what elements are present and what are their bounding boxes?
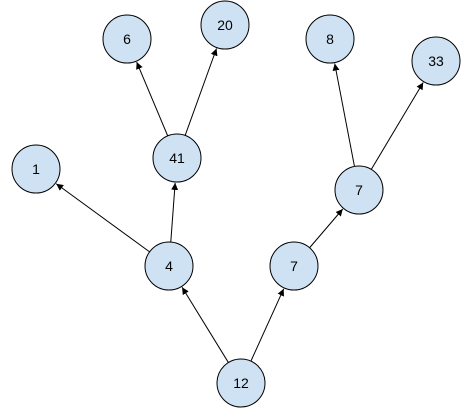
node-circle (144, 241, 194, 291)
node-circle (152, 133, 202, 183)
tree-node: 41 (152, 133, 202, 183)
edge-n7b-to-n8 (332, 63, 355, 167)
node-label: 41 (169, 150, 185, 166)
node-label: 7 (355, 182, 363, 198)
node-label: 7 (290, 258, 298, 274)
edge-n41-to-n6 (136, 61, 169, 137)
tree-node: 4 (144, 241, 194, 291)
tree-node: 7 (334, 165, 384, 215)
tree-node: 8 (305, 14, 355, 64)
tree-node: 33 (411, 36, 461, 86)
edge-n4-to-n1 (55, 183, 150, 253)
tree-node: 20 (200, 0, 250, 50)
edge-n4-to-n41 (170, 182, 179, 243)
node-circle (102, 14, 152, 64)
node-label: 12 (233, 375, 249, 391)
node-label: 8 (326, 31, 334, 47)
tree-node: 6 (102, 14, 152, 64)
edge-n12-to-n4 (181, 287, 229, 363)
edge-n7a-to-n7b (309, 208, 344, 249)
node-circle (216, 358, 266, 408)
node-label: 6 (123, 31, 131, 47)
edge-n41-to-n20 (184, 48, 218, 136)
node-circle (269, 241, 319, 291)
node-label: 20 (217, 17, 233, 33)
nodes-layer: 12 4 7 1 41 6 20 7 8 33 (11, 0, 461, 408)
tree-node: 12 (216, 358, 266, 408)
node-label: 33 (428, 53, 444, 69)
tree-node: 1 (11, 144, 61, 194)
node-circle (305, 14, 355, 64)
node-circle (11, 144, 61, 194)
edge-n12-to-n7a (250, 288, 285, 362)
node-label: 1 (32, 161, 40, 177)
edge-n7b-to-n33 (370, 82, 424, 170)
edges-layer (55, 48, 424, 363)
node-label: 4 (165, 258, 173, 274)
tree-node: 7 (269, 241, 319, 291)
node-circle (334, 165, 384, 215)
node-circle (200, 0, 250, 50)
node-circle (411, 36, 461, 86)
